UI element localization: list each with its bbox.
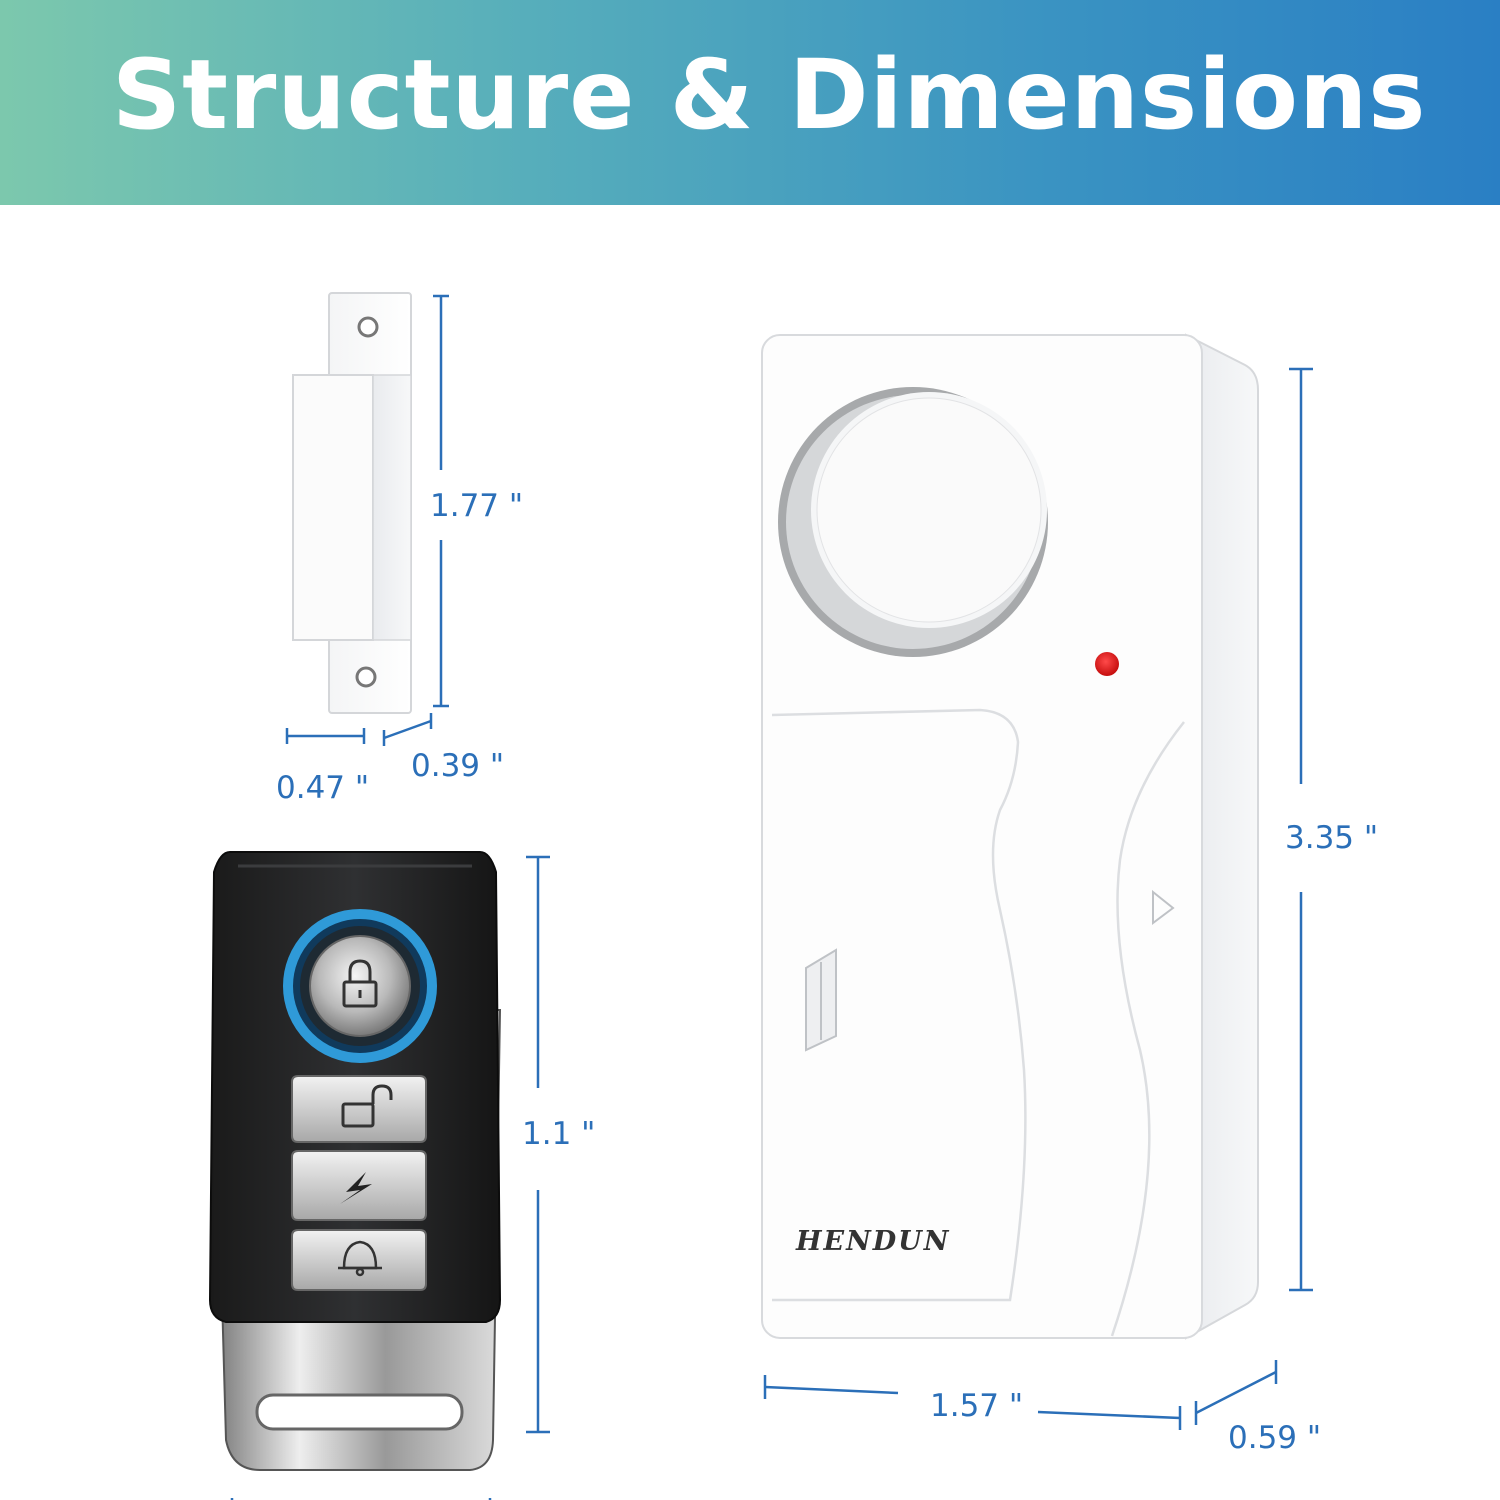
arrow-icon (1152, 889, 1175, 925)
bell-icon (338, 1240, 382, 1277)
remote-height-label: 1.1 " (522, 1116, 596, 1152)
magnet-dimension-lines (285, 294, 449, 746)
alarm-width-label: 1.57 " (930, 1388, 1024, 1424)
header-banner (0, 0, 1500, 205)
alarm-unit (761, 333, 1259, 1340)
unlock-icon (341, 1084, 393, 1128)
lightning-icon (340, 1172, 372, 1204)
alarm-height-label: 3.35 " (1285, 820, 1379, 856)
brand-logo: HENDUN (796, 1226, 951, 1257)
magnet-depth-label: 0.39 " (411, 748, 505, 784)
magnet-height-label: 1.77 " (430, 488, 524, 524)
alarm-depth-label: 0.59 " (1228, 1420, 1322, 1456)
page-title: Structure & Dimensions (112, 39, 1427, 151)
remote-control (208, 851, 502, 1471)
magnet-sensor (292, 292, 412, 714)
lock-icon (342, 959, 378, 1008)
indicator-led (1095, 652, 1119, 676)
alarm-dimension-lines (763, 367, 1313, 1430)
magnet-width-label: 0.47 " (276, 770, 370, 806)
